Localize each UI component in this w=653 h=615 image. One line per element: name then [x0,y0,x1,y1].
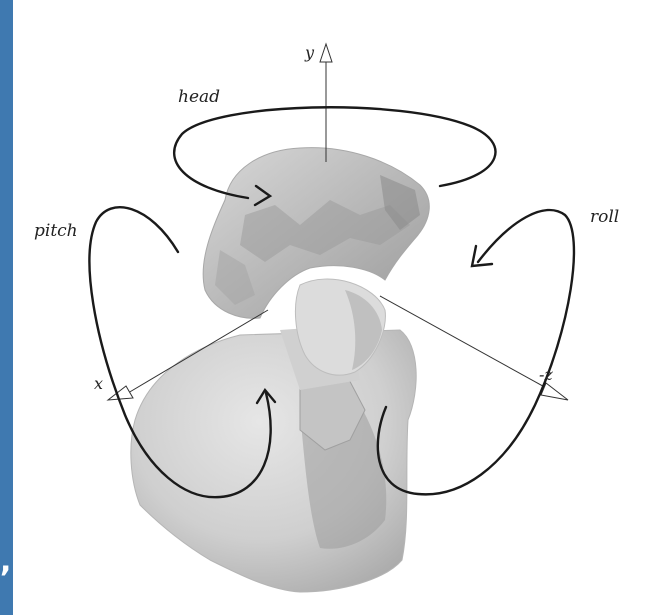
y-axis-label: y [304,43,315,62]
pitch-label: pitch [34,221,78,241]
roll-label: roll [590,207,619,227]
x-axis-arrowhead [108,386,133,400]
y-axis-arrowhead [320,44,332,62]
neg-z-axis-label: -z [539,365,553,384]
x-axis-label: x [94,374,103,393]
bust-statue [131,148,429,592]
z-axis-arrowhead [541,383,568,400]
head-label: head [178,87,220,107]
